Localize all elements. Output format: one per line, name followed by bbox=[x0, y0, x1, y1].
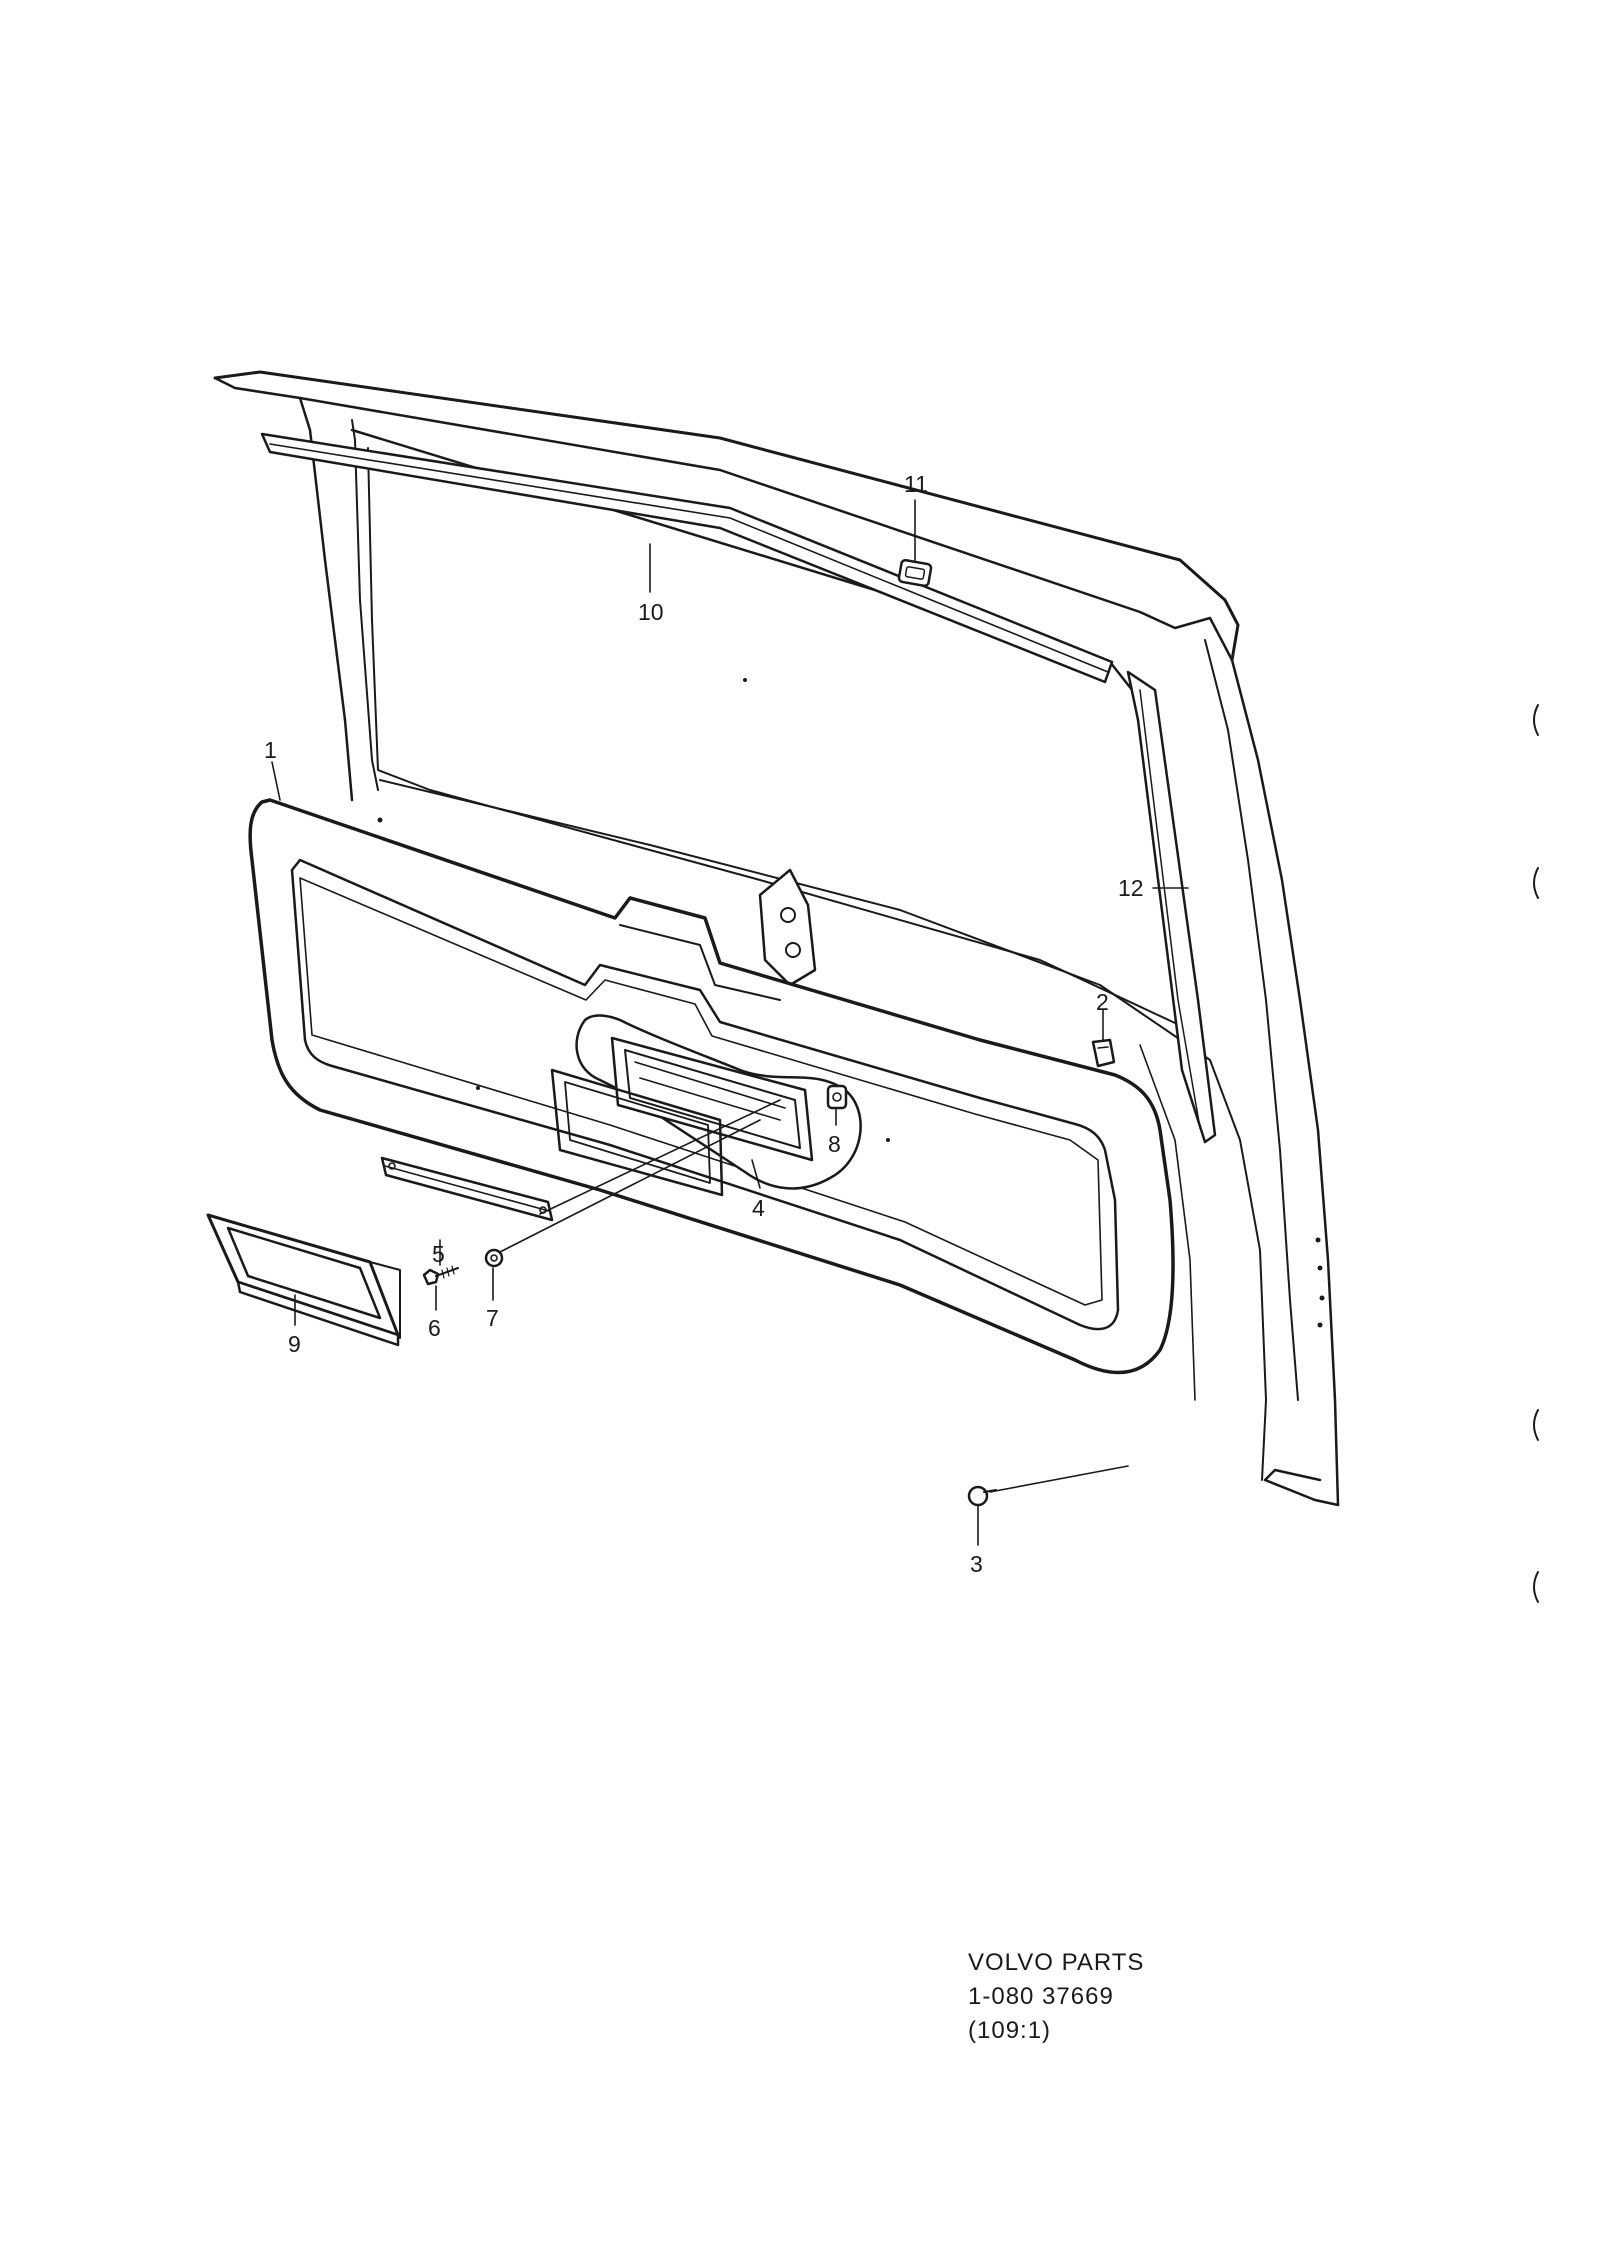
part-6-screw bbox=[422, 1265, 459, 1286]
callout-11: 11 bbox=[904, 471, 928, 497]
callout-9: 9 bbox=[288, 1331, 301, 1357]
part-4-handle-recess bbox=[550, 1014, 862, 1197]
callout-2: 2 bbox=[1096, 989, 1109, 1015]
hinge-bracket bbox=[758, 868, 817, 987]
tailgate-frame bbox=[213, 370, 1340, 1507]
part-3-push-clip bbox=[967, 1485, 997, 1507]
part-9-handle-bezel bbox=[206, 1213, 401, 1347]
callout-12: 12 bbox=[1118, 875, 1144, 901]
callout-6: 6 bbox=[428, 1315, 441, 1341]
callout-5: 5 bbox=[432, 1241, 445, 1267]
callout-10: 10 bbox=[638, 599, 664, 625]
frame-detail-marks bbox=[377, 678, 1325, 1328]
callout-3: 3 bbox=[970, 1551, 983, 1577]
part-2-clip bbox=[1091, 1038, 1116, 1068]
margin-punch-marks bbox=[1533, 704, 1539, 1603]
footer-brand: VOLVO PARTS bbox=[968, 1949, 1144, 1976]
catalog-reference: VOLVO PARTS 1-080 37669 (109:1) bbox=[968, 1949, 1144, 2044]
callout-labels: 1 2 3 4 5 6 7 8 9 10 11 12 bbox=[264, 471, 1144, 1577]
callout-1: 1 bbox=[264, 737, 277, 763]
leader-lines bbox=[271, 499, 1189, 1546]
footer-page-ref: (109:1) bbox=[968, 2017, 1051, 2044]
callout-8: 8 bbox=[828, 1131, 841, 1157]
part-11-clip bbox=[897, 558, 933, 588]
part-12-side-weatherstrip bbox=[1126, 670, 1217, 1144]
callout-4: 4 bbox=[752, 1195, 765, 1221]
callout-7: 7 bbox=[486, 1305, 499, 1331]
part-10-top-weatherstrip bbox=[260, 432, 1114, 684]
part-7-washer bbox=[484, 1248, 504, 1268]
footer-part-number: 1-080 37669 bbox=[968, 1983, 1114, 2010]
